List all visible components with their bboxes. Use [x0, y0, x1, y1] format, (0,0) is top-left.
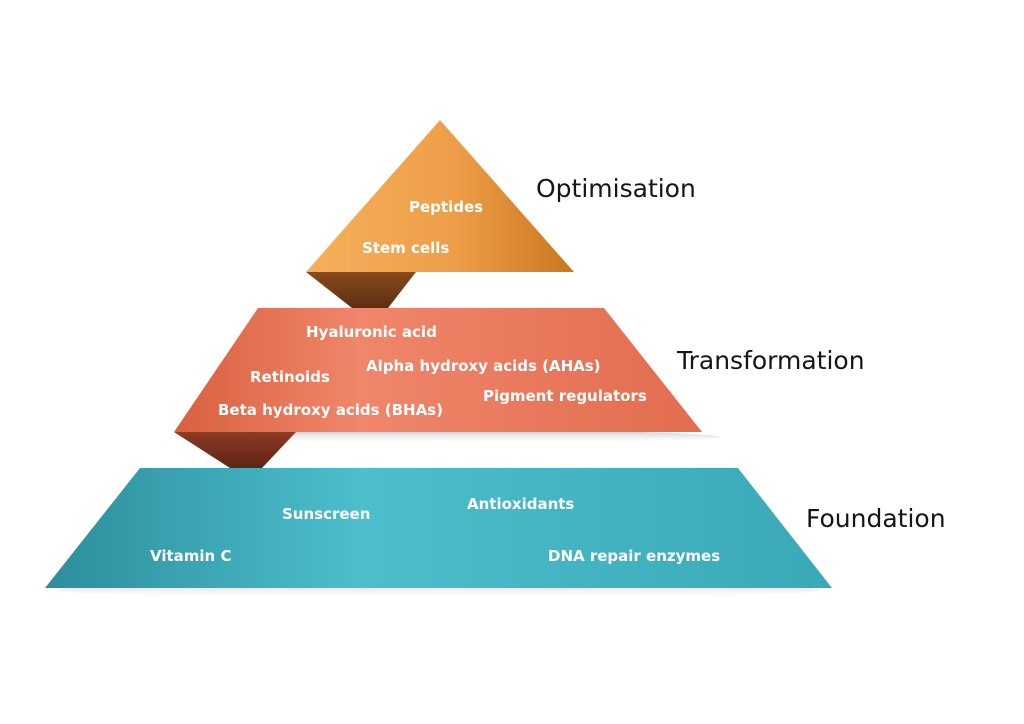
item-sunscreen: Sunscreen [282, 505, 370, 523]
tier-title-foundation: Foundation [806, 504, 946, 533]
item-ahas: Alpha hydroxy acids (AHAs) [366, 357, 601, 375]
item-antioxidants: Antioxidants [467, 495, 574, 513]
transformation-tier [174, 308, 702, 432]
item-retinoids: Retinoids [250, 368, 330, 386]
transformation-shadow [180, 430, 720, 444]
item-hyaluronic-acid: Hyaluronic acid [306, 323, 437, 341]
item-peptides: Peptides [409, 198, 483, 216]
tier-title-optimisation: Optimisation [536, 174, 696, 203]
item-bhas: Beta hydroxy acids (BHAs) [218, 401, 443, 419]
item-dna-repair-enzymes: DNA repair enzymes [548, 547, 720, 565]
item-vitamin-c: Vitamin C [150, 547, 231, 565]
item-pigment-regulators: Pigment regulators [483, 387, 647, 405]
optimisation-tier [306, 120, 574, 272]
item-stem-cells: Stem cells [362, 239, 449, 257]
foundation-tier [45, 468, 832, 588]
tier-title-transformation: Transformation [676, 346, 865, 375]
optimisation-fold [306, 272, 416, 308]
transformation-fold [174, 432, 296, 468]
